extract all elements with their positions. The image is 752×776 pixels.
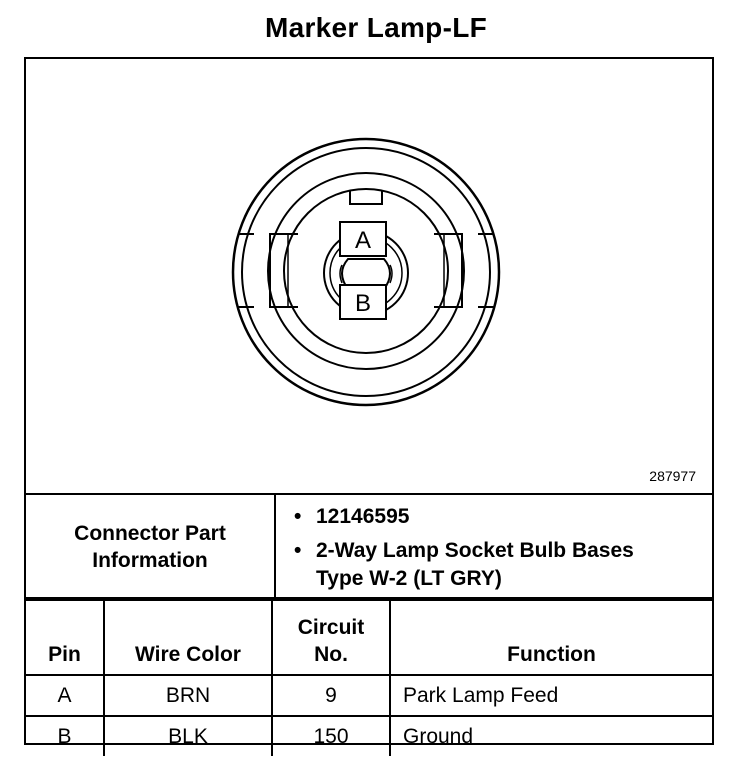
cell-circuit: 9 [271, 674, 391, 717]
connector-info-values: • 12146595 • 2-Way Lamp Socket Bulb Base… [274, 493, 712, 601]
bullet-icon: • [294, 505, 302, 528]
header-circuit: Circuit No. [271, 597, 391, 676]
cell-function: Park Lamp Feed [389, 674, 712, 717]
pin-a-label: A [355, 227, 371, 254]
reference-number: 287977 [649, 468, 696, 484]
bullet-icon: • [294, 539, 302, 562]
pin-table: Pin Wire Color Circuit No. Function A BR… [26, 597, 712, 756]
cell-pin: B [26, 715, 105, 756]
cell-pin: A [26, 674, 105, 717]
cell-wire-color: BLK [103, 715, 273, 756]
cell-function: Ground [389, 715, 712, 756]
table-header-row: Pin Wire Color Circuit No. Function [26, 597, 712, 676]
part-description: 2-Way Lamp Socket Bulb Bases Type W-2 (L… [316, 539, 634, 590]
connector-info-table: Connector Part Information • 12146595 • … [26, 493, 712, 601]
table-row: B BLK 150 Ground [26, 715, 712, 756]
cell-circuit: 150 [271, 715, 391, 756]
connector-info-label: Connector Part Information [26, 493, 276, 601]
lamp-socket-drawing: A B [231, 137, 501, 407]
header-function: Function [389, 597, 712, 676]
page-title: Marker Lamp-LF [264, 12, 488, 43]
part-number: 12146595 [316, 505, 410, 528]
connector-frame: A B 287977 Connector Part Information • … [24, 57, 714, 756]
connector-diagram: A B 287977 [26, 59, 712, 493]
cell-wire-color: BRN [103, 674, 273, 717]
connector-info-item: • 2-Way Lamp Socket Bulb Bases Type W-2 … [294, 537, 712, 593]
table-row: A BRN 9 Park Lamp Feed [26, 674, 712, 717]
header-wire-color: Wire Color [103, 597, 273, 676]
pin-b-label: B [355, 290, 371, 317]
header-pin: Pin [26, 597, 105, 676]
connector-info-item: • 12146595 [294, 503, 712, 531]
